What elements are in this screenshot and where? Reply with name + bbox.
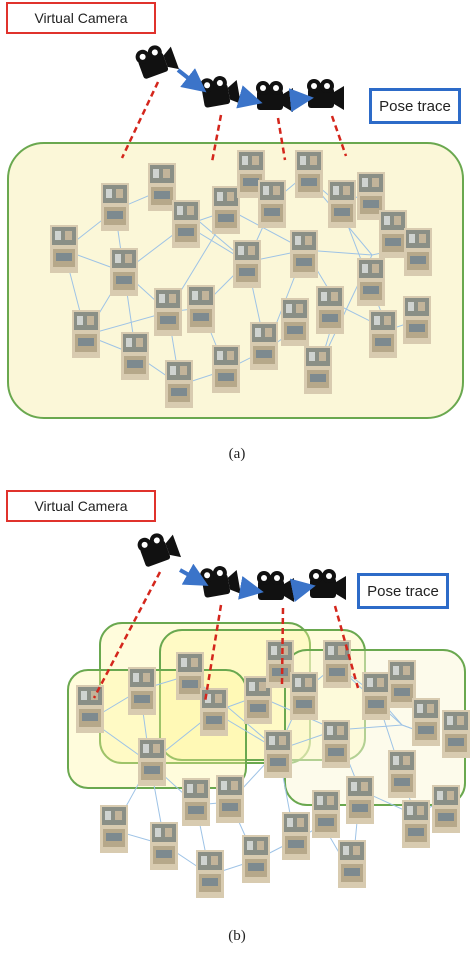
- virtual-camera-label-b: Virtual Camera: [6, 490, 156, 522]
- camera-icons: [133, 39, 344, 112]
- scene-graph-diagram-a: [7, 39, 464, 419]
- caption-b: (b): [228, 928, 246, 944]
- panel-b: Virtual Camera Pose trace: [0, 480, 474, 955]
- pose-trace-label: Pose trace: [369, 88, 461, 124]
- caption-a: (a): [228, 446, 246, 462]
- scene-graph-diagram-b: [67, 527, 470, 898]
- pose-arrows-b: [179, 563, 316, 603]
- pose-arrows: [176, 68, 314, 113]
- pose-trace-label-b: Pose trace: [357, 573, 449, 609]
- projection-lines-b: [92, 571, 360, 703]
- panel-a: Virtual Camera Pose trace: [0, 0, 474, 470]
- camera-icons-b: [135, 527, 346, 602]
- virtual-camera-label: Virtual Camera: [6, 2, 156, 34]
- projection-lines: [120, 81, 348, 163]
